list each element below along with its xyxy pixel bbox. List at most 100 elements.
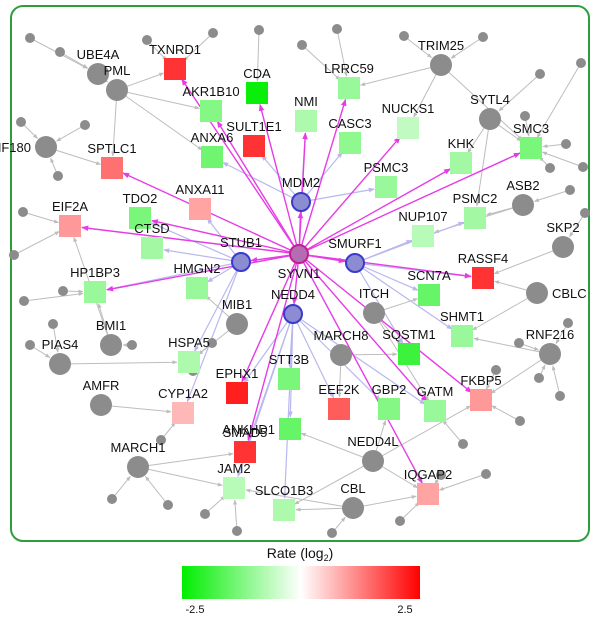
node-label-rnf216: RNF216 bbox=[526, 327, 574, 342]
ligase-node-mib1[interactable] bbox=[226, 313, 248, 335]
node-scn7a[interactable] bbox=[418, 284, 440, 306]
hub-node-mdm2[interactable] bbox=[291, 192, 311, 212]
edge-ligase-target bbox=[300, 432, 374, 462]
node-sptlc1[interactable] bbox=[101, 157, 123, 179]
ligase-node-march8[interactable] bbox=[330, 344, 352, 366]
edge-hub-target bbox=[163, 248, 242, 263]
ligase-node-bmi1[interactable] bbox=[100, 334, 122, 356]
edge-hub-target bbox=[261, 154, 302, 203]
ligase-node-cblc[interactable] bbox=[526, 282, 548, 304]
peripheral-node bbox=[9, 250, 19, 260]
edge-hub-target bbox=[300, 187, 375, 203]
peripheral-node bbox=[297, 40, 307, 50]
node-nmi[interactable] bbox=[295, 110, 317, 132]
ligase-node-asb2[interactable] bbox=[512, 194, 534, 216]
node-label-fkbp5: FKBP5 bbox=[460, 373, 501, 388]
ligase-node-sytl4[interactable] bbox=[479, 108, 501, 130]
node-akr1b10[interactable] bbox=[200, 100, 222, 122]
node-rassf4[interactable] bbox=[472, 267, 494, 289]
edge-peripheral bbox=[536, 62, 582, 139]
edge-ligase-target bbox=[100, 404, 172, 414]
node-jam2[interactable] bbox=[223, 477, 245, 499]
node-sqstm1[interactable] bbox=[398, 343, 420, 365]
node-sult1e1[interactable] bbox=[243, 135, 265, 157]
node-label-anxa11: ANXA11 bbox=[176, 182, 225, 197]
node-ephx1[interactable] bbox=[226, 382, 248, 404]
node-gatm[interactable] bbox=[424, 400, 446, 422]
hub-node-nedd4[interactable] bbox=[283, 304, 303, 324]
ligase-node-pml[interactable] bbox=[106, 79, 128, 101]
edge-ligase-target bbox=[245, 488, 354, 509]
ligase-node-cbl[interactable] bbox=[342, 497, 364, 519]
node-cda[interactable] bbox=[246, 82, 268, 104]
node-label-jam2: JAM2 bbox=[217, 461, 250, 476]
edge-hub-target bbox=[354, 262, 453, 330]
node-label-iqgap2: IQGAP2 bbox=[404, 467, 452, 482]
node-gbp2[interactable] bbox=[378, 398, 400, 420]
node-label-hmgn2: HMGN2 bbox=[174, 261, 221, 276]
node-hmgn2[interactable] bbox=[186, 277, 208, 299]
node-label-stt3b: STT3B bbox=[269, 352, 309, 367]
node-eif2a[interactable] bbox=[59, 215, 81, 237]
edge-syvn1-hp1bp3 bbox=[106, 253, 300, 292]
edge-hub-target bbox=[222, 161, 302, 203]
node-label-march1: MARCH1 bbox=[111, 440, 166, 455]
node-khk[interactable] bbox=[450, 152, 472, 174]
node-slco1b3[interactable] bbox=[273, 499, 295, 521]
node-ctsd[interactable] bbox=[141, 237, 163, 259]
node-label-mdm2: MDM2 bbox=[282, 175, 320, 190]
node-ankhd1[interactable] bbox=[279, 418, 301, 440]
node-label-stub1: STUB1 bbox=[220, 235, 262, 250]
hub-node-stub1[interactable] bbox=[231, 252, 251, 272]
peripheral-node bbox=[80, 120, 90, 130]
node-casc3[interactable] bbox=[339, 132, 361, 154]
node-lrrc59[interactable] bbox=[338, 77, 360, 99]
node-stt3b[interactable] bbox=[278, 368, 300, 390]
ligase-node-rnf216[interactable] bbox=[539, 343, 561, 365]
edge-peripheral bbox=[403, 35, 432, 58]
peripheral-node bbox=[18, 207, 28, 217]
peripheral-node bbox=[163, 500, 173, 510]
node-iqgap2[interactable] bbox=[417, 483, 439, 505]
edge-syvn1-gatm bbox=[298, 253, 428, 403]
node-label-cbl: CBL bbox=[340, 481, 365, 496]
peripheral-node bbox=[555, 391, 565, 401]
node-anxa6[interactable] bbox=[201, 146, 223, 168]
node-psmc3[interactable] bbox=[375, 176, 397, 198]
node-fkbp5[interactable] bbox=[470, 389, 492, 411]
ligase-node-itch[interactable] bbox=[363, 302, 385, 324]
ligase-node-rnf180[interactable] bbox=[35, 136, 57, 158]
rate-legend: Rate (log2) -2.5 2.5 bbox=[182, 545, 420, 616]
peripheral-node bbox=[55, 47, 65, 57]
node-label-nup107: NUP107 bbox=[398, 209, 447, 224]
node-tdo2[interactable] bbox=[129, 207, 151, 229]
node-cyp1a2[interactable] bbox=[172, 402, 194, 424]
ligase-node-march1[interactable] bbox=[127, 456, 149, 478]
node-label-nedd4: NEDD4 bbox=[271, 287, 315, 302]
ligase-node-amfr[interactable] bbox=[90, 394, 112, 416]
peripheral-node bbox=[436, 470, 446, 480]
node-shmt1[interactable] bbox=[451, 325, 473, 347]
node-hp1bp3[interactable] bbox=[84, 281, 106, 303]
ligase-node-nedd4l[interactable] bbox=[362, 450, 384, 472]
node-txnrd1[interactable] bbox=[164, 58, 186, 80]
edge-peripheral bbox=[22, 211, 59, 224]
ligase-node-trim25[interactable] bbox=[430, 54, 452, 76]
node-smad5[interactable] bbox=[234, 441, 256, 463]
node-eef2k[interactable] bbox=[328, 398, 350, 420]
node-hspa5[interactable] bbox=[178, 351, 200, 373]
node-smc3[interactable] bbox=[520, 137, 542, 159]
ligase-node-skp2[interactable] bbox=[552, 236, 574, 258]
ligase-node-pias4[interactable] bbox=[49, 353, 71, 375]
node-nup107[interactable] bbox=[412, 225, 434, 247]
node-nucks1[interactable] bbox=[397, 117, 419, 139]
node-psmc2[interactable] bbox=[464, 207, 486, 229]
hub-node-smurf1[interactable] bbox=[345, 253, 365, 273]
edge-ligase-target bbox=[137, 466, 223, 487]
node-anxa11[interactable] bbox=[189, 198, 211, 220]
hub-node-syvn1[interactable] bbox=[289, 244, 309, 264]
node-label-eef2k: EEF2K bbox=[318, 382, 360, 397]
node-label-cblc: CBLC bbox=[552, 286, 587, 301]
ligase-node-ube4a[interactable] bbox=[87, 63, 109, 85]
edge-ligase-target bbox=[137, 452, 234, 468]
